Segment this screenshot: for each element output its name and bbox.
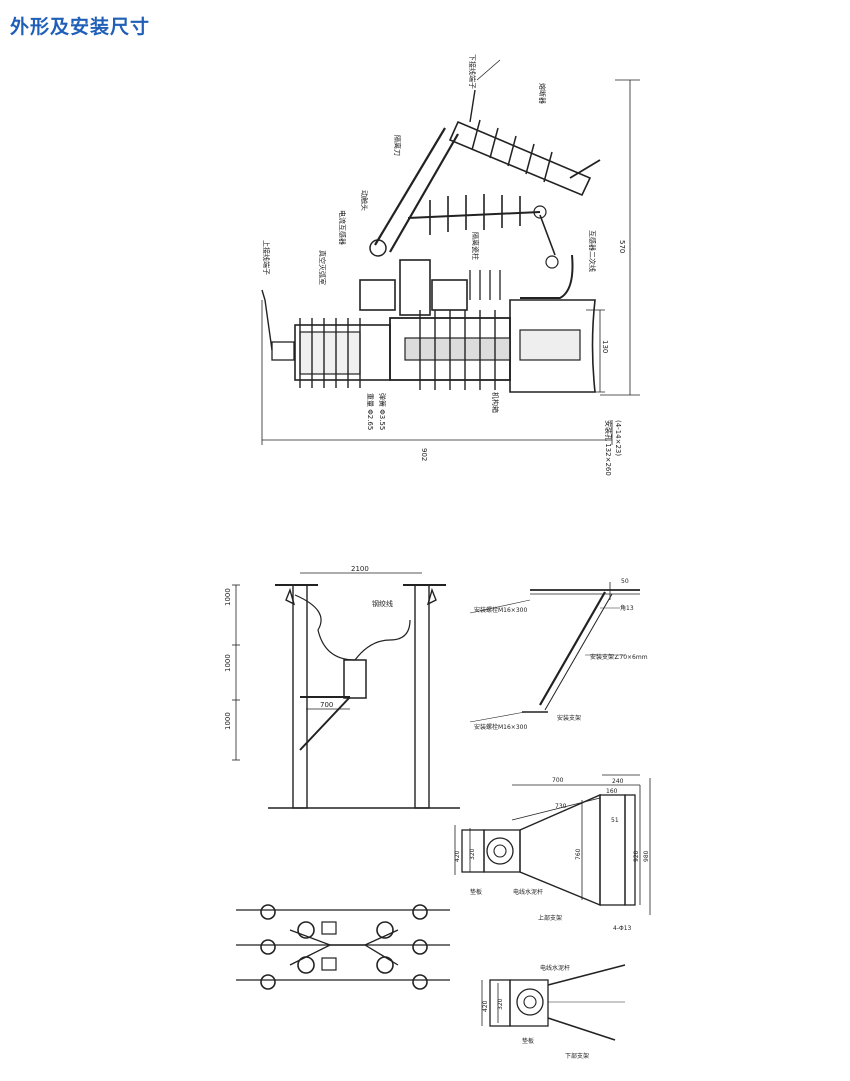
caption-upper-bracket: 上部支架 — [538, 914, 562, 922]
dim-420-lower: 420 — [482, 1000, 489, 1012]
dim-h2: 1000 — [224, 654, 232, 672]
label-angle: 角13 — [620, 604, 634, 612]
dim-width-902: 902 — [420, 448, 428, 461]
pole-installation-drawing — [232, 572, 460, 809]
label-moving-contact: 动触头 — [360, 190, 369, 211]
dim-730: 730 — [555, 803, 567, 810]
dim-240: 240 — [612, 778, 624, 785]
label-current-transformer: 电流互感器 — [338, 210, 347, 245]
upper-bracket-drawing — [454, 774, 651, 915]
label-upper-pole: 电线水泥杆 — [513, 888, 543, 896]
dim-mount-line1: 安装孔 132×260 — [604, 420, 613, 476]
label-bolt-top: 安装螺栓M16×300 — [474, 606, 527, 614]
label-spring: 弹簧 Φ3.55 — [378, 393, 387, 430]
dim-h3: 1000 — [224, 712, 232, 730]
dim-box-130: 130 — [601, 340, 609, 353]
label-isolating-knife: 隔离刀 — [393, 135, 402, 156]
dim-h1: 1000 — [224, 588, 232, 606]
label-bracket-arm: 安装支架∠70×6mm — [590, 653, 648, 661]
switch-outline-drawing — [261, 59, 640, 445]
dim-w-50: 50 — [621, 578, 629, 585]
label-bolt-bottom: 安装螺栓M16×300 — [474, 723, 527, 731]
caption-lower-bracket: 下部支架 — [565, 1052, 589, 1060]
dim-700: 700 — [552, 777, 564, 784]
dim-160: 160 — [606, 788, 618, 795]
dim-span-2100: 2100 — [351, 565, 369, 573]
label-vacuum-interrupter: 真空灭弧室 — [318, 250, 327, 285]
dim-980: 980 — [643, 850, 650, 862]
dim-420-upper: 420 — [454, 850, 461, 862]
label-weight: 重量 Φ2.65 — [366, 393, 374, 430]
lower-bracket-drawing — [481, 964, 626, 1041]
label-up-terminal: 上接线端子 — [262, 240, 271, 275]
dim-320-lower: 320 — [497, 998, 504, 1010]
caption-mounting-bracket: 安装支架 — [557, 714, 581, 722]
label-holes: 4-Φ13 — [613, 925, 632, 932]
dim-51: 51 — [611, 817, 619, 824]
label-mechanism-box: 机构箱 — [491, 392, 500, 413]
label-fuse: 熔断器 — [538, 83, 547, 104]
label-cable: 钢绞线 — [372, 599, 393, 608]
dim-920: 920 — [633, 850, 640, 862]
page-title: 外形及安装尺寸 — [10, 16, 151, 38]
label-lower-pad: 垫板 — [522, 1037, 534, 1045]
label-lower-pole: 电线水泥杆 — [540, 964, 570, 972]
label-ct-secondary: 互感器二次线 — [588, 230, 597, 272]
dim-760: 760 — [575, 848, 582, 860]
three-phase-plan-drawing — [236, 904, 450, 990]
dim-320-upper: 320 — [469, 848, 476, 860]
mounting-bracket-drawing — [469, 582, 640, 723]
dim-arm-700: 700 — [320, 701, 333, 709]
label-down-terminal: 下接线端子 — [468, 54, 477, 89]
label-insulator-column: 隔离瓷柱 — [471, 232, 480, 260]
label-upper-pad: 垫板 — [470, 888, 482, 896]
dim-mount-line2: (4-14×23) — [614, 420, 622, 456]
dim-height-570: 570 — [618, 240, 626, 253]
